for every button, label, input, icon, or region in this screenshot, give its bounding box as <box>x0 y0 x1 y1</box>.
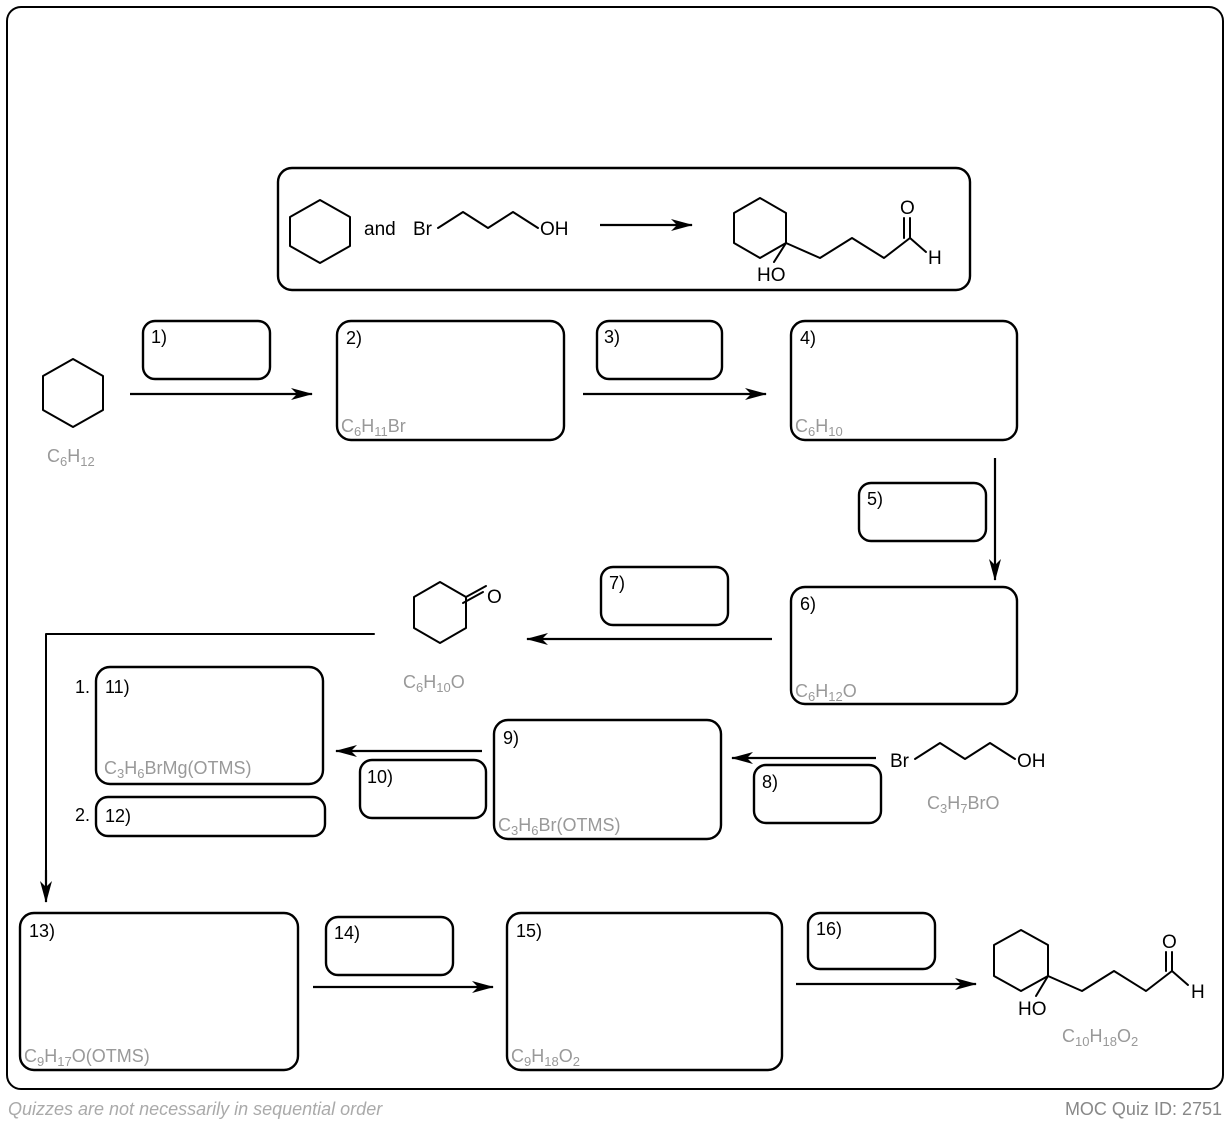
step-4-label: 4) <box>800 328 816 348</box>
step-1-box[interactable] <box>141 319 272 381</box>
step-9-label: 9) <box>503 728 519 748</box>
step-4-box[interactable] <box>789 319 1019 442</box>
step-10-box[interactable] <box>358 758 488 820</box>
step-9-box[interactable] <box>492 718 723 841</box>
formula-box2: C6H11Br <box>341 416 406 439</box>
step-12-box[interactable] <box>94 795 327 838</box>
step-3-box[interactable] <box>595 319 724 381</box>
step-16-box[interactable] <box>806 911 937 971</box>
outer-frame <box>6 6 1224 1090</box>
reagent-propyl-chain <box>914 742 1016 760</box>
step-5-box[interactable] <box>857 481 988 543</box>
ketone-to-13-path <box>45 633 375 881</box>
step-5-label: 5) <box>867 489 883 509</box>
step-6-box[interactable] <box>789 585 1019 706</box>
step-15-box[interactable] <box>505 911 784 1072</box>
overview-br-label: Br <box>413 219 433 240</box>
cyclohexanone-o: O <box>487 587 502 608</box>
formula-box15: C9H18O2 <box>511 1046 580 1069</box>
formula-cyclohexane: C6H12 <box>47 446 95 469</box>
quiz-id: MOC Quiz ID: 2751 <box>1064 1099 1222 1119</box>
formula-box13: C9H17O(OTMS) <box>24 1046 150 1069</box>
product-ho: HO <box>1018 999 1047 1020</box>
step-15-label: 15) <box>516 921 542 941</box>
step-13-label: 13) <box>29 921 55 941</box>
step-13-box[interactable] <box>18 911 300 1072</box>
prefix-1: 1. <box>75 677 90 697</box>
reagent-oh: OH <box>1017 751 1046 772</box>
step-6-label: 6) <box>800 594 816 614</box>
footer-note: Quizzes are not necessarily in sequentia… <box>8 1099 383 1119</box>
step-11-label: 11) <box>105 677 130 697</box>
formula-cyclohexanone: C6H10O <box>403 672 465 695</box>
step-7-box[interactable] <box>599 565 730 627</box>
step-2-box[interactable] <box>335 319 566 442</box>
overview-target-o: O <box>900 198 915 219</box>
start-cyclohexane <box>42 358 104 428</box>
formula-box11: C3H6BrMg(OTMS) <box>104 758 251 781</box>
overview-propyl-chain <box>437 211 539 229</box>
step-12-label: 12) <box>105 806 131 826</box>
step-8-label: 8) <box>762 772 778 792</box>
overview-target-molecule <box>733 197 927 263</box>
formula-box9: C3H6Br(OTMS) <box>498 815 620 838</box>
product-o: O <box>1162 932 1177 953</box>
overview-oh-label: OH <box>540 219 569 240</box>
reagent-br: Br <box>890 751 910 772</box>
step-14-label: 14) <box>334 923 360 943</box>
overview-target-ho: HO <box>757 265 786 286</box>
overview-and-label: and <box>364 219 396 240</box>
step-16-label: 16) <box>816 919 842 939</box>
final-product-molecule <box>993 929 1189 997</box>
product-h: H <box>1191 982 1205 1003</box>
overview-target-h: H <box>928 248 942 269</box>
step-14-box[interactable] <box>324 915 455 977</box>
step-10-label: 10) <box>367 767 393 787</box>
prefix-2: 2. <box>75 805 90 825</box>
step-7-label: 7) <box>609 573 625 593</box>
step-8-box[interactable] <box>752 763 883 825</box>
overview-box <box>276 166 972 292</box>
formula-box4: C6H10 <box>795 416 843 439</box>
formula-box6: C6H12O <box>795 681 857 704</box>
step-3-label: 3) <box>604 327 620 347</box>
step-1-label: 1) <box>151 327 167 347</box>
formula-bromopropanol: C3H7BrO <box>927 793 999 816</box>
overview-cyclohexane <box>289 199 351 264</box>
step-11-box[interactable] <box>94 665 325 786</box>
cyclohexanone-molecule <box>413 581 487 644</box>
step-2-label: 2) <box>346 328 362 348</box>
formula-product: C10H18O2 <box>1062 1026 1138 1049</box>
